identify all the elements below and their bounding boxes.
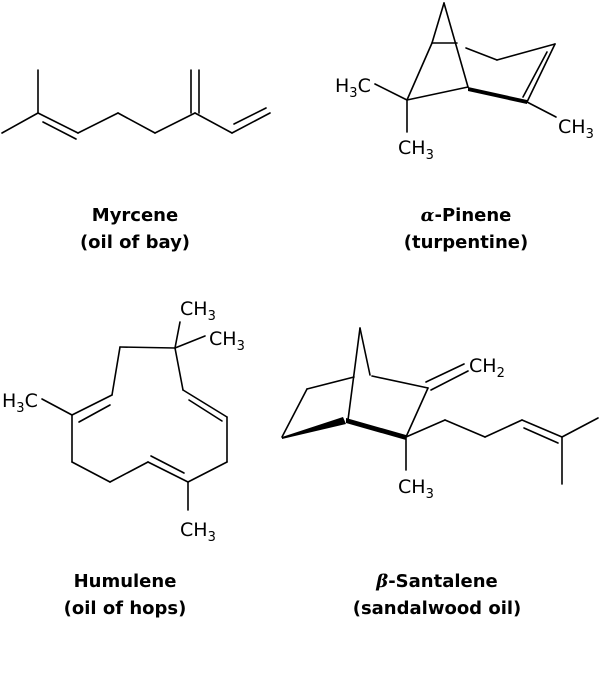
alpha-pinene-structure: [374, 2, 557, 133]
santalene-ch3-label: CH3: [398, 476, 434, 502]
humulene-structure: [41, 321, 228, 511]
humulene-source: (oil of hops): [64, 598, 187, 619]
alpha-pinene-source: (turpentine): [404, 232, 528, 253]
santalene-ch2-label: CH2: [469, 355, 505, 381]
humulene-h3c-label: H3C: [2, 390, 38, 416]
beta-santalene-source: (sandalwood oil): [353, 598, 522, 619]
pinene-h3c-label: H3C: [335, 75, 371, 101]
beta-santalene-structure: [281, 327, 599, 485]
beta-santalene-name: β-Santalene: [375, 571, 498, 592]
pinene-ch3-right-label: CH3: [558, 116, 594, 142]
myrcene-name: Myrcene: [92, 205, 178, 226]
alpha-pinene-name: α-Pinene: [421, 205, 512, 226]
humulene-ch3-right-label: CH3: [209, 328, 245, 354]
humulene-ch3-bottom-label: CH3: [180, 519, 216, 545]
myrcene-source: (oil of bay): [80, 232, 190, 253]
humulene-ch3-top-label: CH3: [180, 298, 216, 324]
humulene-name: Humulene: [74, 571, 177, 592]
myrcene-structure: [1, 69, 271, 140]
pinene-ch3-bottom-label: CH3: [398, 137, 434, 163]
